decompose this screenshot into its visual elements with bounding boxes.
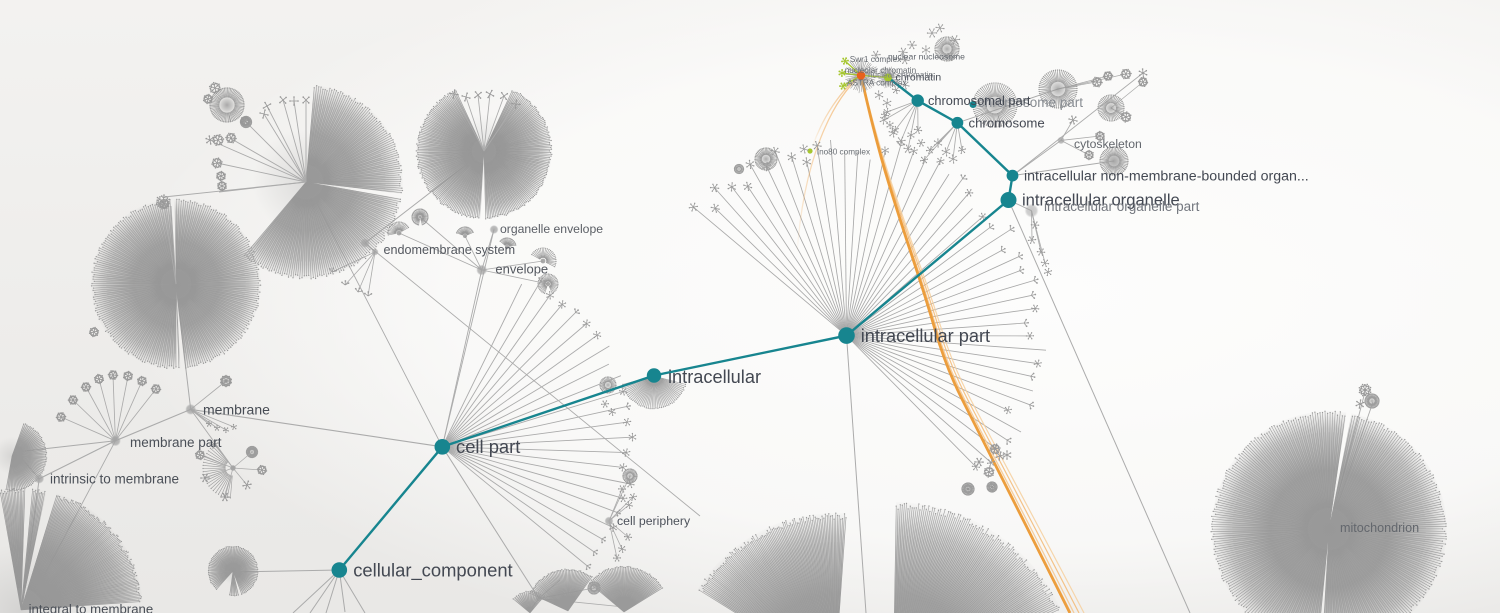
svg-text:chromatin: chromatin <box>896 73 942 84</box>
svg-text:integral to membrane: integral to membrane <box>29 602 154 613</box>
svg-text:chromosome part: chromosome part <box>978 95 1083 110</box>
svg-text:intracellular part: intracellular part <box>861 326 990 346</box>
svg-text:intracellular non-membrane-bou: intracellular non-membrane-bounded organ… <box>1024 169 1309 185</box>
svg-text:intrinsic to membrane: intrinsic to membrane <box>50 471 179 486</box>
svg-text:cytoskeleton: cytoskeleton <box>1074 137 1142 151</box>
svg-text:cell part: cell part <box>456 436 520 457</box>
svg-text:endomembrane system: endomembrane system <box>384 243 516 257</box>
svg-text:Ino80 complex: Ino80 complex <box>817 147 870 156</box>
svg-text:ASTRA complex: ASTRA complex <box>847 79 907 88</box>
svg-text:cell periphery: cell periphery <box>617 514 691 528</box>
svg-text:intracellular organelle: intracellular organelle <box>1022 191 1180 210</box>
svg-text:mitochondrion: mitochondrion <box>1340 521 1419 535</box>
svg-text:envelope: envelope <box>495 262 548 277</box>
svg-text:Swr1 complex: Swr1 complex <box>850 55 901 64</box>
svg-text:chromosomal part: chromosomal part <box>928 93 1031 108</box>
svg-text:cellular_component: cellular_component <box>353 559 512 581</box>
svg-text:membrane part: membrane part <box>130 435 222 450</box>
svg-text:membrane: membrane <box>203 401 270 417</box>
svg-text:organelle envelope: organelle envelope <box>500 222 603 236</box>
svg-text:intracellular organelle part: intracellular organelle part <box>1044 199 1200 214</box>
svg-text:nuclear nucleosome: nuclear nucleosome <box>888 52 965 62</box>
svg-text:nucleolar chromatin: nucleolar chromatin <box>845 66 917 75</box>
svg-text:chromosome: chromosome <box>969 116 1045 131</box>
svg-text:intracellular: intracellular <box>668 367 761 387</box>
svg-text:nuclear chromatin: nuclear chromatin <box>868 71 934 80</box>
